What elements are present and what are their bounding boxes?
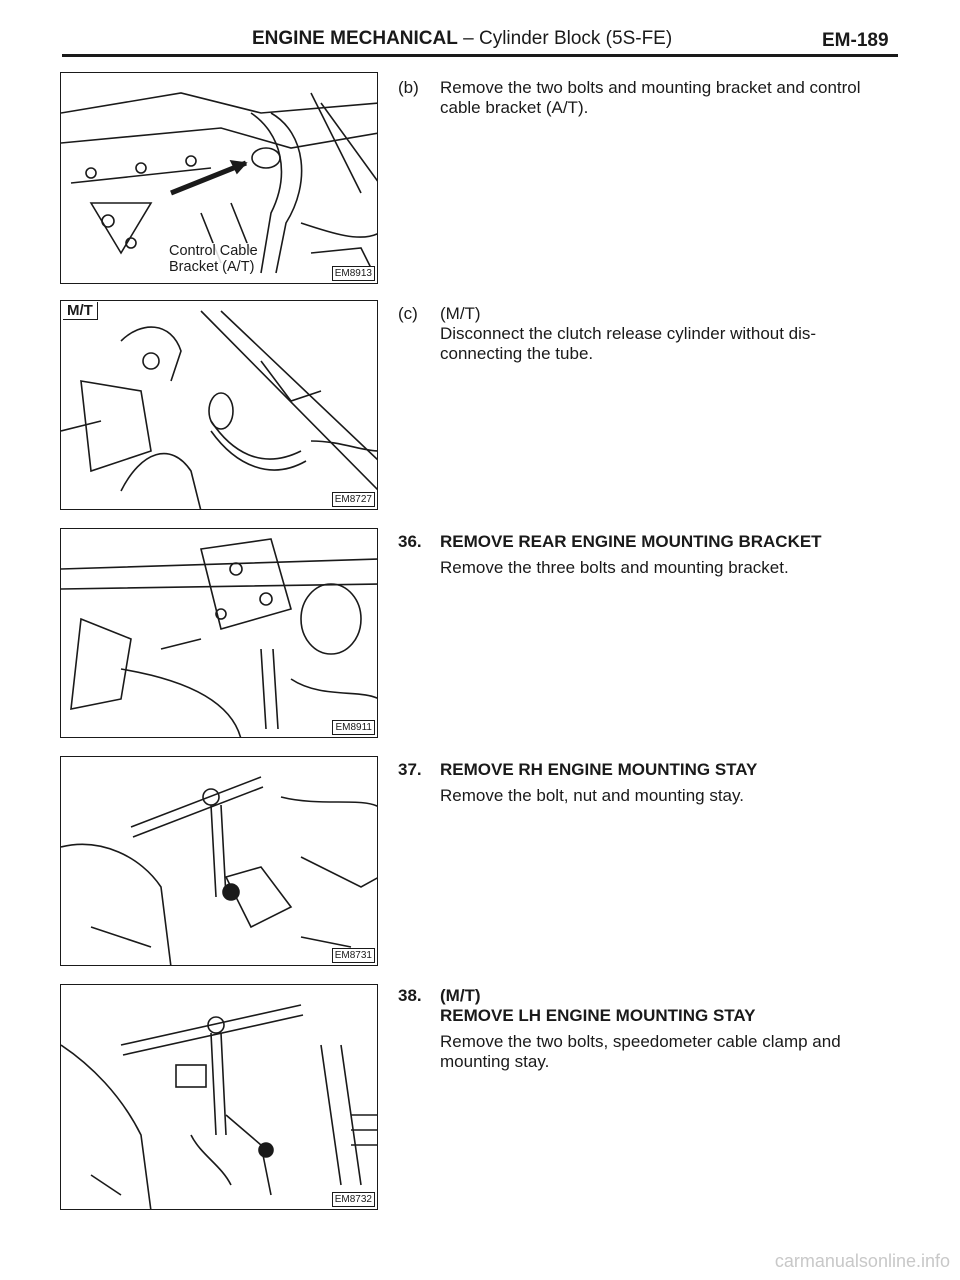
page-header-title: ENGINE MECHANICAL – Cylinder Block (5S-F… [252, 28, 672, 50]
step-c-label: (c) [398, 304, 418, 323]
section-number: 37. [398, 760, 422, 779]
callout-line-2: Bracket (A/T) [169, 259, 255, 275]
figure-rear-mounting-bracket: EM8911 [60, 528, 378, 738]
section-title: REMOVE REAR ENGINE MOUNTING BRACKET [440, 532, 822, 551]
header-rule [62, 54, 898, 57]
figure-tag: M/T [63, 302, 98, 320]
figure-code: EM8731 [331, 948, 375, 963]
figure-control-cable-bracket: Control Cable Bracket (A/T) EM8913 [60, 72, 378, 284]
section-title: REMOVE LH ENGINE MOUNTING STAY [440, 1006, 756, 1025]
header-section: ENGINE MECHANICAL [252, 28, 458, 49]
figure-lh-mounting-stay: EM8732 [60, 984, 378, 1210]
figure-clutch-release-cylinder: M/T EM8727 [60, 300, 378, 510]
section-number: 36. [398, 532, 422, 551]
figure-rh-mounting-stay: EM8731 [60, 756, 378, 966]
section-condition: (M/T) [440, 986, 481, 1005]
section-title: REMOVE RH ENGINE MOUNTING STAY [440, 760, 758, 779]
step-b-text: Remove the two bolts and mounting bracke… [440, 78, 861, 117]
section-36: 36. REMOVE REAR ENGINE MOUNTING BRACKET … [398, 532, 898, 578]
section-desc: Remove the three bolts and mounting brac… [440, 558, 789, 577]
step-c-condition: (M/T) [440, 304, 481, 323]
page-number: EM-189 [822, 30, 889, 51]
footer-watermark: carmanualsonline.info [774, 1251, 950, 1271]
section-desc: Remove the two bolts, speedometer cable … [440, 1032, 841, 1071]
step-b-label: (b) [398, 78, 419, 97]
illustration-rh-stay [61, 776, 377, 965]
figure-code: EM8913 [331, 266, 375, 281]
section-37: 37. REMOVE RH ENGINE MOUNTING STAY Remov… [398, 760, 898, 806]
header-subtitle: – Cylinder Block (5S-FE) [457, 28, 673, 49]
section-38: 38. (M/T) REMOVE LH ENGINE MOUNTING STAY… [398, 986, 898, 1072]
illustration-clutch-cylinder [61, 310, 377, 509]
step-c: (c) (M/T) Disconnect the clutch release … [398, 304, 898, 364]
step-b: (b) Remove the two bolts and mounting br… [398, 78, 898, 118]
figure-code: EM8911 [332, 720, 375, 735]
section-desc: Remove the bolt, nut and mounting stay. [440, 786, 744, 805]
figure-code: EM8732 [331, 1192, 375, 1207]
figure-code: EM8727 [331, 492, 375, 507]
figure-callout: Control Cable Bracket (A/T) [169, 243, 258, 275]
illustration-lh-stay [61, 1004, 377, 1209]
step-c-text: Disconnect the clutch release cylinder w… [440, 324, 817, 363]
callout-line-1: Control Cable [169, 243, 258, 259]
section-number: 38. [398, 986, 422, 1005]
illustration-rear-bracket [61, 538, 377, 737]
